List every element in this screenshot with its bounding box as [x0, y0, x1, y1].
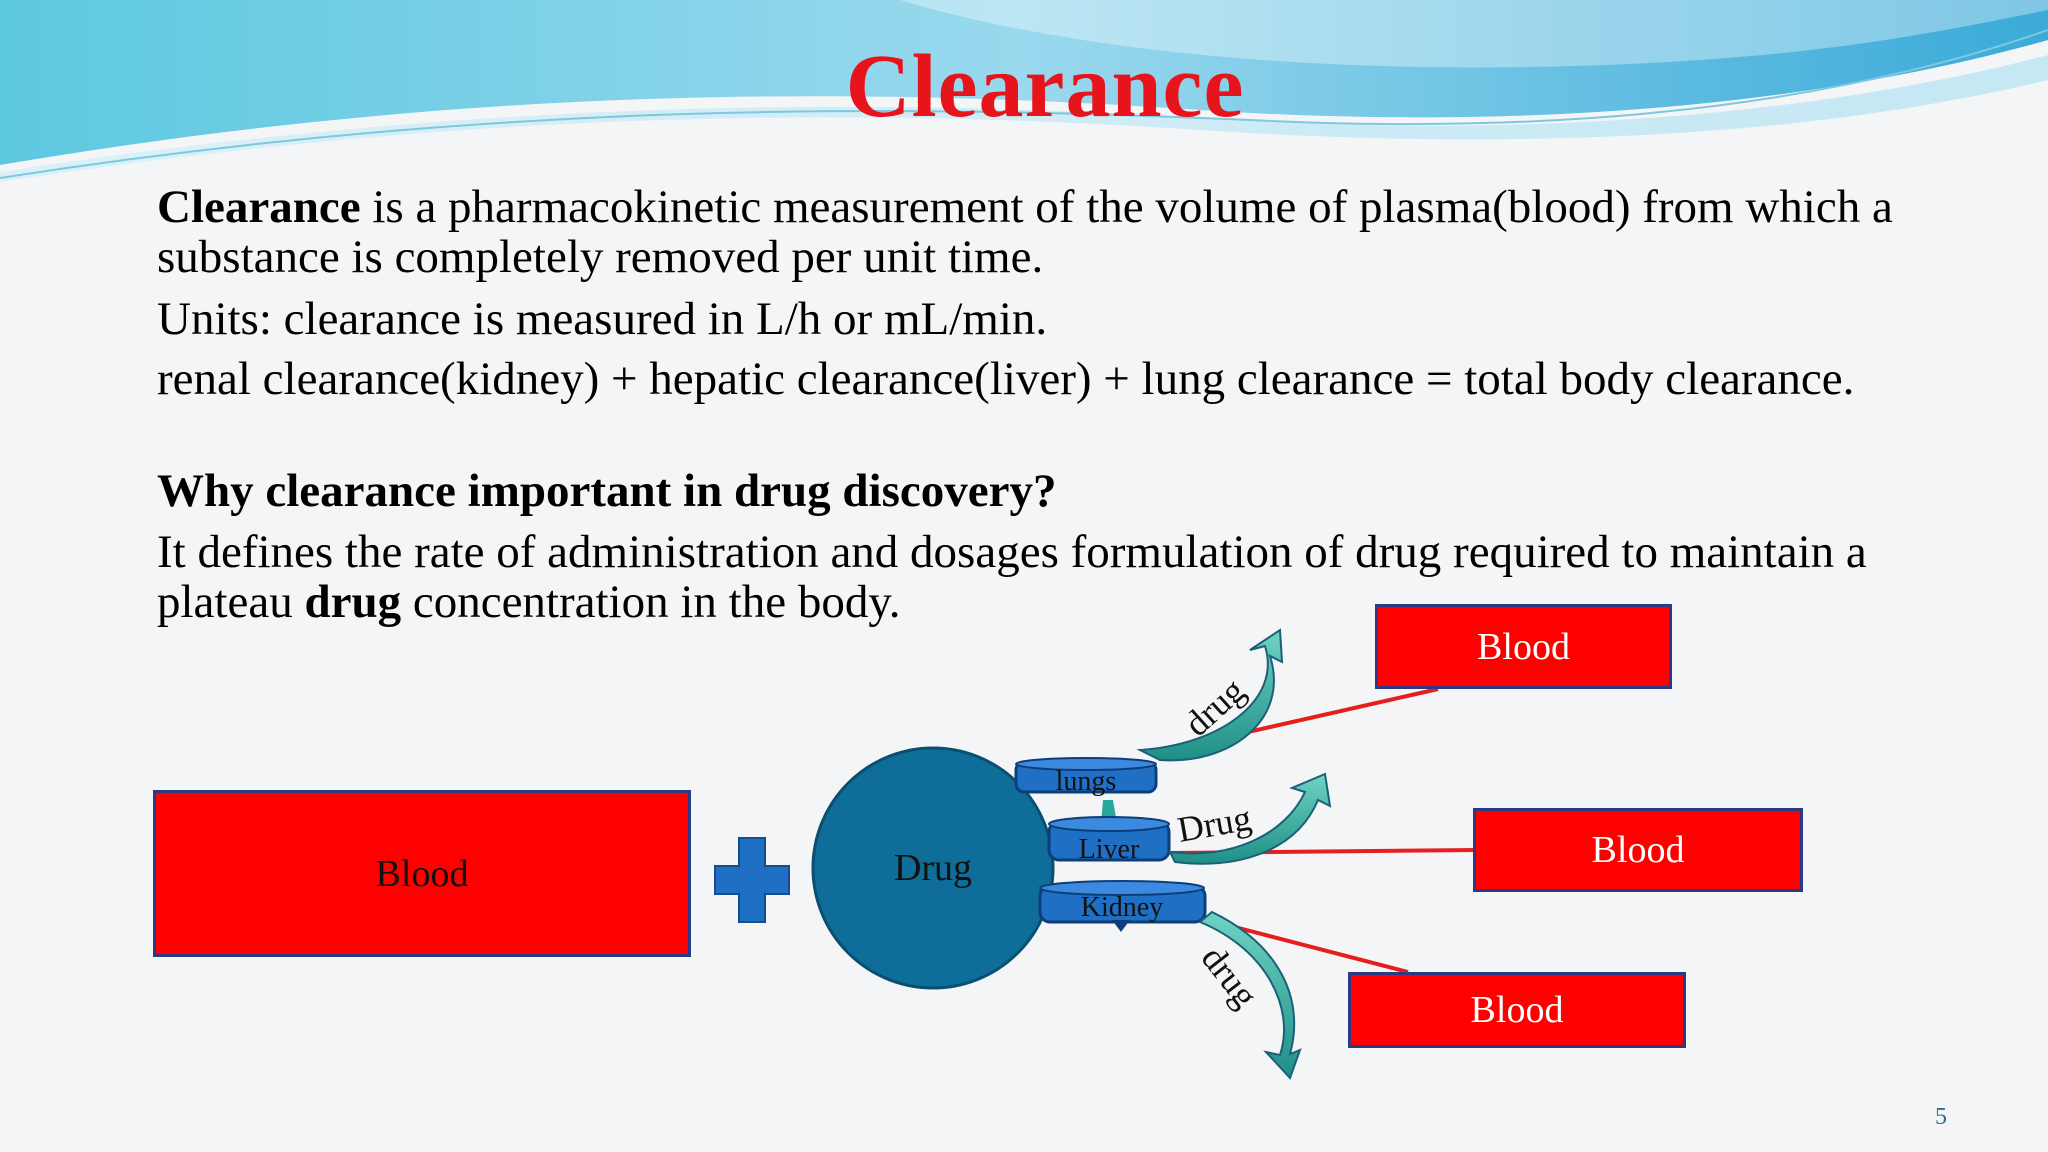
blood-box-top: Blood — [1375, 604, 1672, 689]
blood-box-left: Blood — [153, 790, 691, 957]
definition-text: is a pharmacokinetic measurement of the … — [157, 181, 1893, 283]
definition-paragraph: Clearance is a pharmacokinetic measureme… — [157, 182, 1937, 282]
blood-box-bottom: Blood — [1348, 972, 1686, 1048]
answer-bold-drug: drug — [304, 576, 402, 628]
slide-title: Clearance — [845, 37, 1245, 136]
arrow-top — [1136, 628, 1284, 762]
organ-lungs: lungs — [1014, 757, 1158, 797]
header-wave-decoration — [0, 0, 2048, 182]
units-paragraph: Units: clearance is measured in L/h or m… — [157, 293, 1048, 345]
drug-circle — [811, 746, 1055, 990]
blood-box-bottom-label: Blood — [1470, 989, 1564, 1031]
organ-kidney-label: Kidney — [1081, 892, 1163, 923]
plus-icon — [714, 837, 790, 923]
formula-paragraph: renal clearance(kidney) + hepatic cleara… — [157, 353, 1855, 405]
blood-box-top-label: Blood — [1477, 625, 1570, 668]
blood-box-mid: Blood — [1473, 808, 1803, 892]
question-heading: Why clearance important in drug discover… — [157, 465, 1057, 517]
definition-term: Clearance — [157, 181, 361, 233]
blood-box-left-label: Blood — [375, 852, 469, 895]
drug-circle-label: Drug — [894, 847, 972, 889]
organ-kidney: Kidney — [1038, 880, 1207, 932]
blood-box-mid-label: Blood — [1591, 829, 1685, 871]
answer-paragraph: It defines the rate of administration an… — [157, 527, 1937, 627]
answer-text-b: concentration in the body. — [401, 576, 901, 628]
organ-lungs-label: lungs — [1056, 766, 1117, 797]
page-number: 5 — [1935, 1104, 1947, 1130]
answer-text-a: It defines the rate of administration an… — [157, 526, 1867, 628]
organ-liver-label: Liver — [1079, 834, 1140, 865]
organ-liver: Liver — [1047, 816, 1171, 865]
arrow-bottom — [1198, 910, 1302, 1080]
arrow-mid — [1168, 772, 1332, 865]
arrow-label-mid: Drug — [1174, 798, 1254, 850]
